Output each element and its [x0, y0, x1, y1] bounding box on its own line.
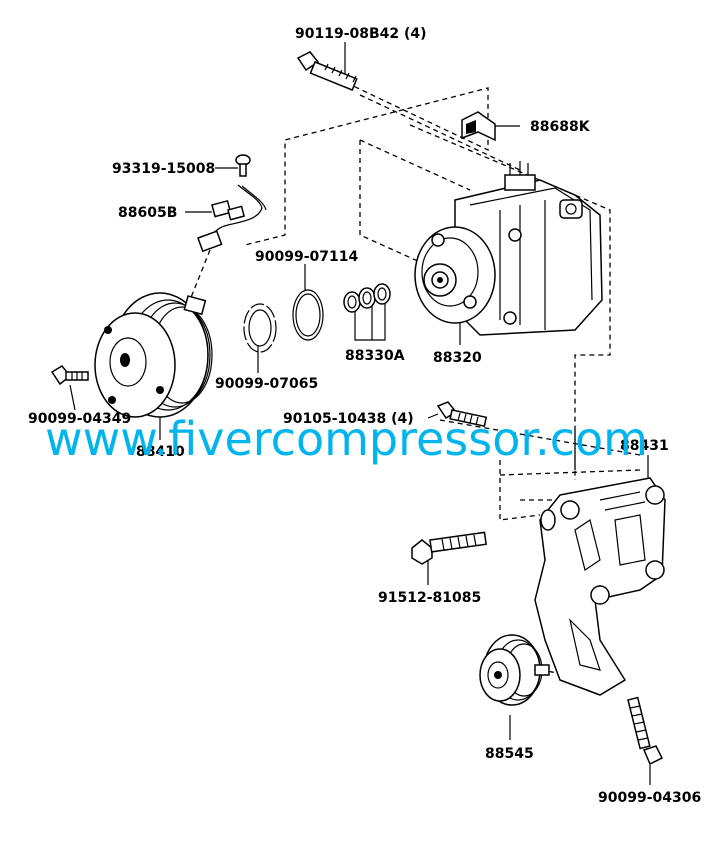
label-clutch: 88410	[136, 444, 185, 460]
compressor-bracket	[534, 477, 666, 696]
watermark-text: www.fivercompressor.com	[45, 412, 648, 466]
label-shims: 88330A	[345, 348, 405, 364]
bracket-small	[461, 111, 496, 142]
bolt-adjust	[627, 696, 664, 766]
magnetic-clutch	[94, 292, 213, 418]
label-snap-ring: 90099-07114	[255, 249, 358, 265]
bolt-bracket	[436, 401, 488, 427]
bolt-pivot	[411, 531, 487, 565]
label-bolt-top: 90119-08B42 (4)	[295, 26, 427, 42]
label-adjust-bolt: 90099-04306	[598, 790, 701, 806]
label-bracket-bolt: 90105-10438 (4)	[283, 411, 414, 427]
part-labels: 90119-08B42 (4) 88688K 93319-15008 88605…	[28, 26, 701, 806]
shims	[343, 283, 391, 313]
label-retainer: 90099-07065	[215, 376, 318, 392]
label-idler-pulley: 88545	[485, 746, 534, 762]
wire-harness	[197, 184, 267, 253]
retainer-ring	[243, 303, 277, 353]
label-pivot-bolt: 91512-81085	[378, 590, 481, 606]
snap-ring	[292, 289, 324, 341]
label-compressor: 88320	[433, 350, 482, 366]
label-clutch-bolt: 90099-04349	[28, 411, 131, 427]
idler-pulley	[479, 634, 550, 706]
screw-small	[235, 154, 251, 177]
compressor	[414, 161, 603, 336]
label-harness: 88605B	[118, 205, 177, 221]
bolt-clutch	[50, 365, 89, 386]
leader-lines	[69, 42, 651, 785]
label-screw: 93319-15008	[112, 161, 215, 177]
label-bracket: 88431	[620, 438, 669, 454]
label-bracket-small: 88688K	[530, 119, 591, 135]
bolt-top	[296, 51, 358, 91]
